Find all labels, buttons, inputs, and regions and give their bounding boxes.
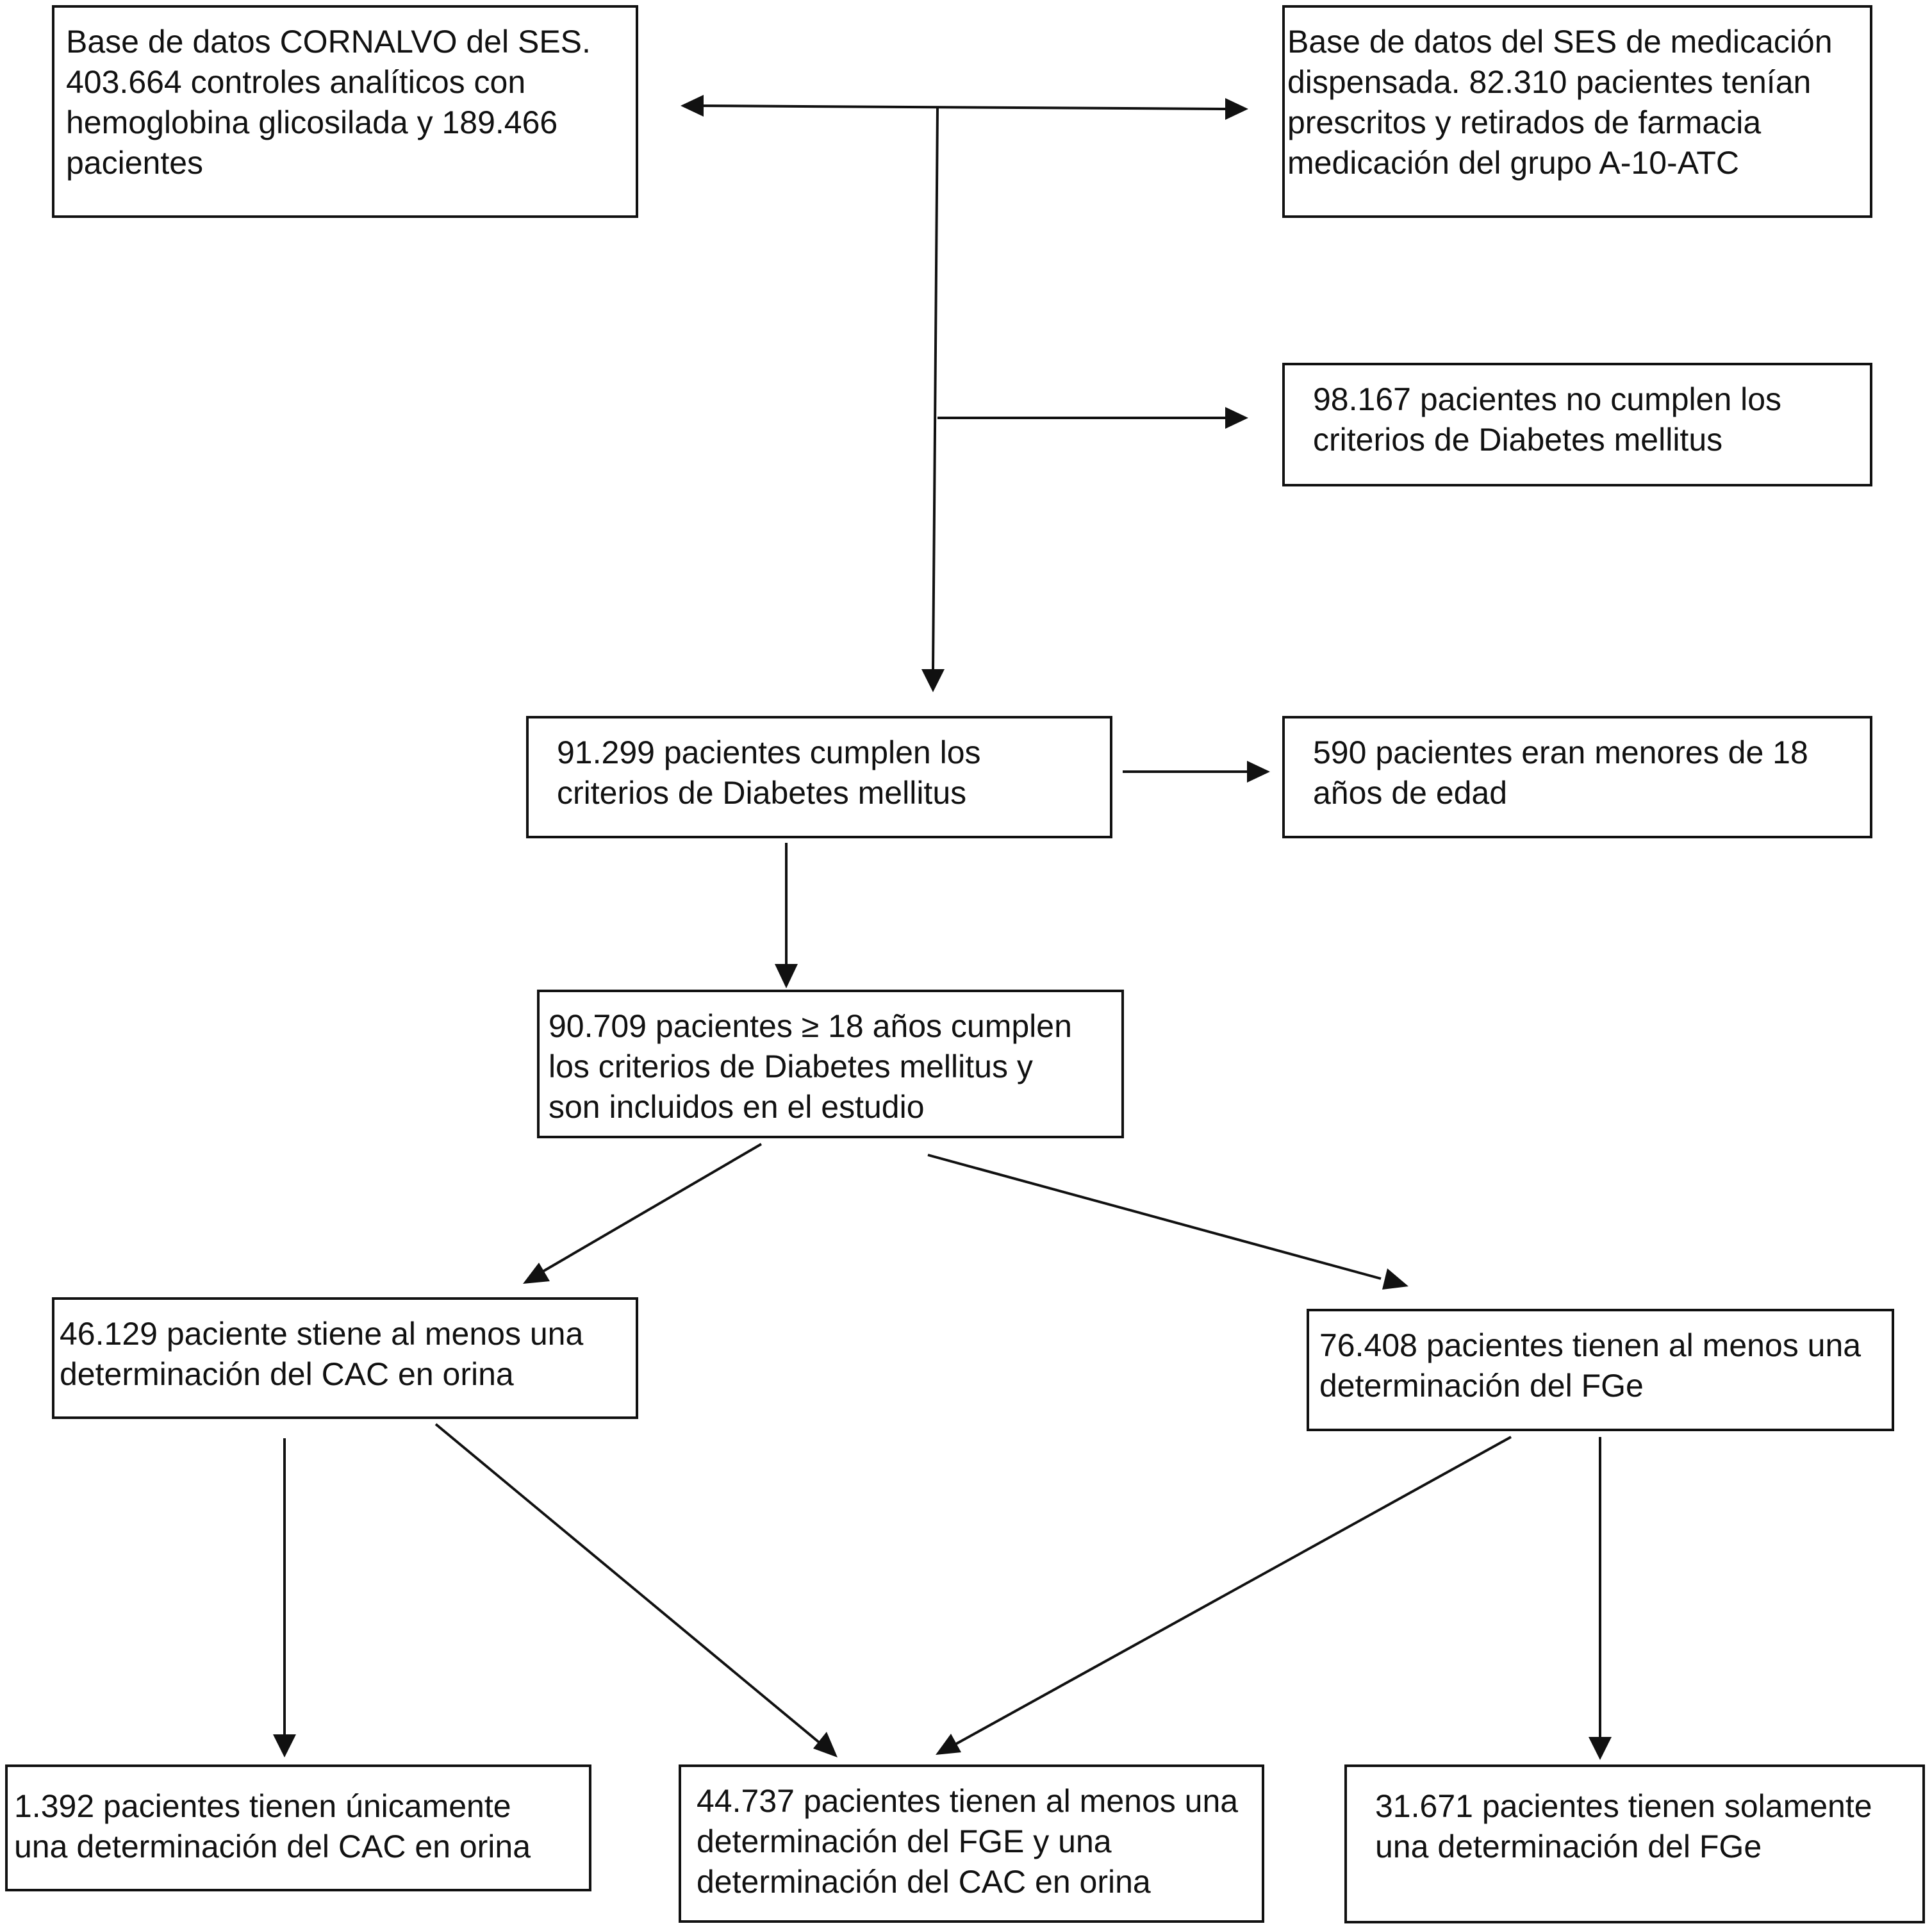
box-fge: 76.408 pacientes tienen al menos una det… bbox=[1307, 1309, 1894, 1431]
box-cumplen: 91.299 pacientes cumplen los criterios d… bbox=[526, 716, 1112, 838]
arrowhead-left bbox=[681, 95, 704, 117]
arrowhead-down bbox=[775, 964, 798, 988]
box-cac: 46.129 paciente stiene al menos una dete… bbox=[52, 1297, 638, 1419]
connector-cac bbox=[540, 1143, 763, 1274]
box-cornalvo-text: Base de datos CORNALVO del SES. 403.664 … bbox=[66, 24, 591, 181]
arrowhead-down bbox=[921, 669, 945, 692]
arrowhead-down-left bbox=[523, 1263, 550, 1284]
box-menores-text: 590 pacientes eran menores de 18 años de… bbox=[1313, 735, 1808, 811]
box-cornalvo-database: Base de datos CORNALVO del SES. 403.664 … bbox=[52, 5, 638, 218]
box-cumplen-text: 91.299 pacientes cumplen los criterios d… bbox=[557, 735, 981, 811]
box-incluidos-text: 90.709 pacientes ≥ 18 años cumplen los c… bbox=[549, 1008, 1072, 1125]
arrowhead-right bbox=[1225, 407, 1248, 429]
arrowhead-down-right bbox=[813, 1732, 838, 1757]
box-medication-text: Base de datos del SES de medicación disp… bbox=[1287, 24, 1833, 181]
connector-ambos-from-fge bbox=[954, 1436, 1512, 1746]
box-menores: 590 pacientes eran menores de 18 años de… bbox=[1282, 716, 1872, 838]
box-solo-cac: 1.392 pacientes tienen únicamente una de… bbox=[5, 1764, 591, 1891]
connector-trunk bbox=[932, 107, 939, 670]
box-fge-text: 76.408 pacientes tienen al menos una det… bbox=[1319, 1327, 1862, 1404]
arrowhead-down bbox=[1589, 1737, 1612, 1760]
arrowhead-right bbox=[1247, 761, 1270, 783]
box-ambos: 44.737 pacientes tienen al menos una det… bbox=[679, 1764, 1264, 1923]
connector-fge bbox=[927, 1154, 1382, 1280]
connector-ambos-from-cac bbox=[434, 1423, 822, 1745]
box-ambos-text: 44.737 pacientes tienen al menos una det… bbox=[697, 1783, 1239, 1900]
box-solo-fge: 31.671 pacientes tienen solamente una de… bbox=[1344, 1764, 1925, 1923]
box-medication-database: Base de datos del SES de medicación disp… bbox=[1282, 5, 1872, 218]
box-no-cumplen-text: 98.167 pacientes no cumplen los criterio… bbox=[1313, 381, 1782, 458]
arrowhead-down-right bbox=[1382, 1268, 1408, 1290]
box-solo-cac-text: 1.392 pacientes tienen únicamente una de… bbox=[14, 1788, 531, 1864]
arrowhead-down bbox=[273, 1734, 296, 1757]
box-incluidos: 90.709 pacientes ≥ 18 años cumplen los c… bbox=[537, 990, 1124, 1138]
box-solo-fge-text: 31.671 pacientes tienen solamente una de… bbox=[1375, 1788, 1872, 1864]
arrowhead-down-left bbox=[936, 1734, 961, 1755]
arrowhead-right bbox=[1225, 98, 1248, 120]
connector-sources bbox=[701, 104, 1228, 110]
box-no-cumplen: 98.167 pacientes no cumplen los criterio… bbox=[1282, 363, 1872, 486]
box-cac-text: 46.129 paciente stiene al menos una dete… bbox=[60, 1316, 584, 1392]
